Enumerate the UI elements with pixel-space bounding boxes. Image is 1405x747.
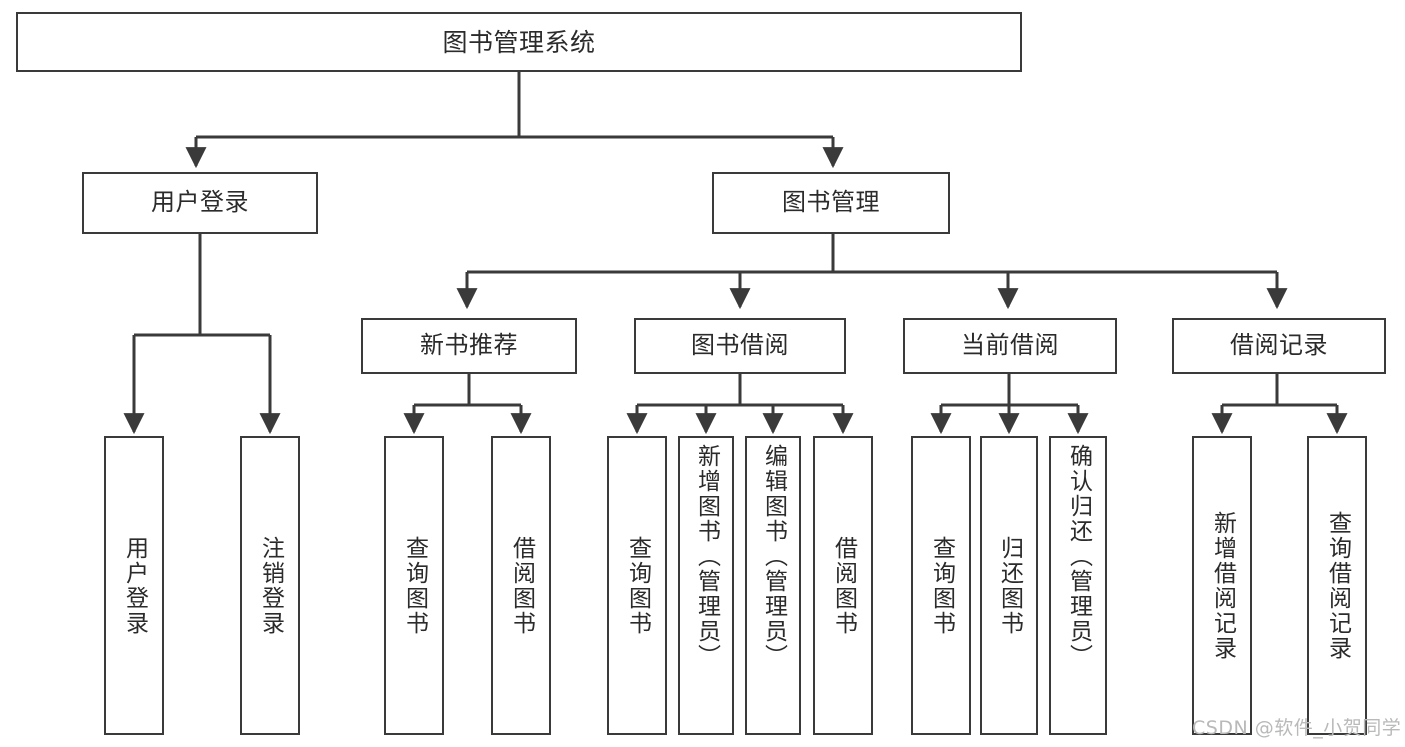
node-label: 查询图书 bbox=[928, 535, 955, 636]
book-mgmt-to-level2-edges bbox=[456, 234, 1288, 310]
node-borrow-record[interactable]: 借阅记录 bbox=[1172, 318, 1386, 374]
node-label: 借阅记录 bbox=[1230, 331, 1328, 360]
node-book-management[interactable]: 图书管理 bbox=[712, 172, 950, 234]
node-label: 新增图书（管理员） bbox=[693, 444, 720, 669]
borrow-record-to-leaves-edges bbox=[1211, 374, 1348, 435]
node-label: 归还图书 bbox=[996, 535, 1023, 636]
node-label: 图书管理系统 bbox=[442, 27, 596, 57]
root-to-level1-edges bbox=[185, 72, 844, 169]
node-label: 新增借阅记录 bbox=[1209, 510, 1236, 661]
node-label: 借阅图书 bbox=[830, 535, 857, 636]
node-root-book-management-system[interactable]: 图书管理系统 bbox=[16, 12, 1022, 72]
node-book-borrow[interactable]: 图书借阅 bbox=[634, 318, 846, 374]
node-label: 编辑图书（管理员） bbox=[760, 444, 787, 669]
node-leaf-user-login[interactable]: 用户登录 bbox=[104, 436, 164, 735]
node-leaf-query-book-borrow[interactable]: 查询图书 bbox=[607, 436, 667, 735]
new-book-to-leaves-edges bbox=[403, 374, 532, 435]
node-label: 查询借阅记录 bbox=[1324, 510, 1351, 661]
node-label: 借阅图书 bbox=[508, 535, 535, 636]
node-leaf-query-book-current[interactable]: 查询图书 bbox=[911, 436, 971, 735]
node-leaf-edit-book-admin[interactable]: 编辑图书（管理员） bbox=[745, 436, 801, 735]
node-label: 查询图书 bbox=[624, 535, 651, 636]
node-user-login[interactable]: 用户登录 bbox=[82, 172, 318, 234]
node-leaf-borrow-book-newbook[interactable]: 借阅图书 bbox=[491, 436, 551, 735]
node-leaf-return-book[interactable]: 归还图书 bbox=[980, 436, 1038, 735]
csdn-watermark: CSDN @软件_小贺同学 bbox=[1192, 717, 1402, 739]
node-leaf-query-book-newbook[interactable]: 查询图书 bbox=[384, 436, 444, 735]
node-label: 查询图书 bbox=[401, 535, 428, 636]
node-leaf-borrow-book[interactable]: 借阅图书 bbox=[813, 436, 873, 735]
node-leaf-confirm-return-admin[interactable]: 确认归还（管理员） bbox=[1049, 436, 1107, 735]
node-label: 确认归还（管理员） bbox=[1065, 444, 1092, 669]
node-label: 注销登录 bbox=[257, 535, 284, 636]
node-label: 图书管理 bbox=[782, 188, 880, 217]
node-leaf-add-borrow-record[interactable]: 新增借阅记录 bbox=[1192, 436, 1252, 735]
node-label: 图书借阅 bbox=[691, 331, 789, 360]
node-new-book-recommend[interactable]: 新书推荐 bbox=[361, 318, 577, 374]
node-leaf-add-book-admin[interactable]: 新增图书（管理员） bbox=[678, 436, 734, 735]
node-label: 用户登录 bbox=[151, 188, 249, 217]
node-label: 当前借阅 bbox=[961, 331, 1059, 360]
node-label: 用户登录 bbox=[121, 535, 148, 636]
node-leaf-query-borrow-record[interactable]: 查询借阅记录 bbox=[1307, 436, 1367, 735]
user-login-to-leaves-edges bbox=[123, 234, 281, 435]
borrow-book-to-leaves-edges bbox=[626, 374, 854, 435]
node-label: 新书推荐 bbox=[420, 331, 518, 360]
node-leaf-logout-login[interactable]: 注销登录 bbox=[240, 436, 300, 735]
node-current-borrow[interactable]: 当前借阅 bbox=[903, 318, 1117, 374]
current-borrow-to-leaves-edges bbox=[930, 374, 1089, 435]
